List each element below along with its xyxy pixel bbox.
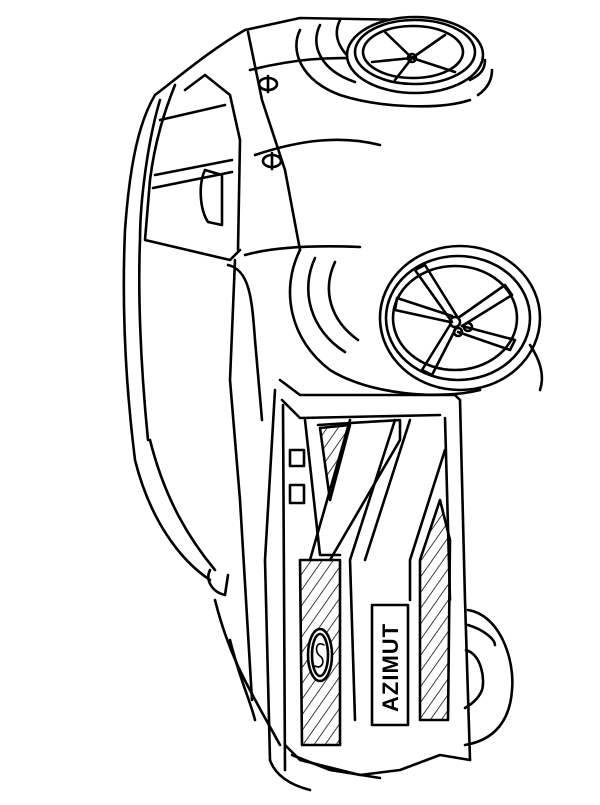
wheel-spokes	[370, 30, 457, 82]
far-front-wheel	[463, 608, 514, 747]
brand-badge-icon	[306, 627, 334, 683]
wheel-spokes	[393, 263, 517, 377]
door-handle-icon	[257, 74, 279, 94]
license-plate: AZIMUT	[370, 603, 410, 727]
door-handle-icon	[261, 151, 283, 171]
front-wheel	[288, 244, 544, 397]
license-plate-text: AZIMUT	[378, 623, 403, 712]
car-body	[122, 16, 412, 747]
front-fascia: AZIMUT	[263, 378, 472, 792]
rear-wheel	[295, 15, 494, 108]
